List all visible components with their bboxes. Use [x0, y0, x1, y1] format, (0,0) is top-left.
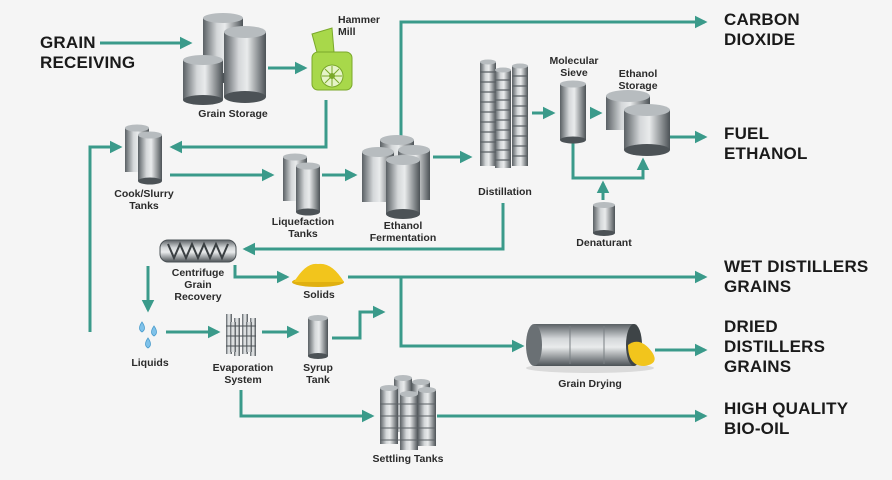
- denaturant-tank: [593, 202, 615, 236]
- fuel-ethanol-label: FUEL ETHANOL: [724, 124, 808, 163]
- grain-receiving-label: GRAIN RECEIVING: [40, 33, 136, 72]
- ethanol-storage-tanks: [606, 90, 670, 156]
- denaturant-label: Denaturant: [576, 237, 632, 249]
- solids-pile: [292, 263, 344, 287]
- centrifuge-label: Centrifuge Grain Recovery: [171, 267, 225, 303]
- dried-distillers-grains-label: DRIED DISTILLERS GRAINS: [724, 317, 826, 376]
- grain-storage-label: Grain Storage: [198, 108, 268, 120]
- molecular-sieve: [560, 80, 586, 144]
- distillation-columns: [480, 59, 528, 168]
- fermentation-label: Ethanol Fermentation: [369, 220, 437, 244]
- solids-label: Solids: [303, 289, 335, 301]
- centrifuge: [159, 239, 237, 263]
- grain-drying-label: Grain Drying: [558, 378, 622, 390]
- grain-storage-tanks: [183, 13, 266, 105]
- arrow-distillation-to-centrifuge: [242, 203, 505, 256]
- flow-arrows: [88, 15, 708, 423]
- carbon-dioxide-label: CARBON DIOXIDE: [724, 10, 800, 49]
- arrow-sieve-bypass: [571, 143, 650, 180]
- wet-distillers-grains-label: WET DISTILLERS GRAINS: [724, 257, 869, 296]
- molecular-sieve-label: Molecular Sieve: [549, 55, 599, 79]
- syrup-tank-label: Syrup Tank: [303, 362, 333, 386]
- arrow-evaporation-to-settling: [239, 390, 375, 423]
- arrow-centrifuge-to-solids: [233, 265, 290, 284]
- arrow-to-grain-drying: [399, 277, 525, 353]
- arrow-mill-to-cook: [169, 100, 328, 154]
- settling-tanks-label: Settling Tanks: [372, 453, 444, 465]
- settling-tanks: [380, 375, 436, 450]
- grain-drying-drum: [526, 324, 655, 373]
- fermentation-tanks: [362, 135, 430, 219]
- hammer-mill: [311, 27, 353, 91]
- liquids-label: Liquids: [131, 357, 169, 369]
- cook-slurry-label: Cook/Slurry Tanks: [114, 188, 174, 212]
- arrow-to-carbon-dioxide: [399, 15, 708, 140]
- evaporation-label: Evaporation System: [212, 362, 274, 386]
- liquefaction-label: Liquefaction Tanks: [271, 216, 335, 240]
- arrow-liquids-recycle: [88, 140, 123, 332]
- distillation-label: Distillation: [478, 186, 532, 198]
- arrow-syrup-to-drying: [332, 305, 386, 340]
- hammer-mill-label: Hammer Mill: [338, 14, 381, 38]
- evaporation-system: [226, 314, 256, 356]
- bio-oil-label: HIGH QUALITY BIO-OIL: [724, 399, 849, 438]
- cook-slurry-tanks: [125, 124, 162, 185]
- liquids-droplets: [139, 321, 157, 349]
- liquefaction-tanks: [283, 153, 320, 216]
- ethanol-storage-label: Ethanol Storage: [618, 68, 658, 92]
- syrup-tank: [308, 315, 328, 359]
